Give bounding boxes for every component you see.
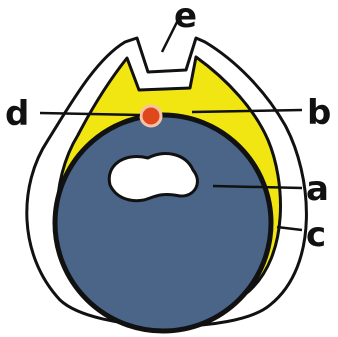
red-dot-d <box>141 106 161 126</box>
inner-cavity <box>109 154 197 201</box>
blue-core-a <box>55 115 271 331</box>
label-b: b <box>307 93 331 133</box>
label-a: a <box>306 169 329 209</box>
label-c: c <box>306 215 326 255</box>
label-e: e <box>174 0 197 36</box>
label-d: d <box>5 94 29 134</box>
